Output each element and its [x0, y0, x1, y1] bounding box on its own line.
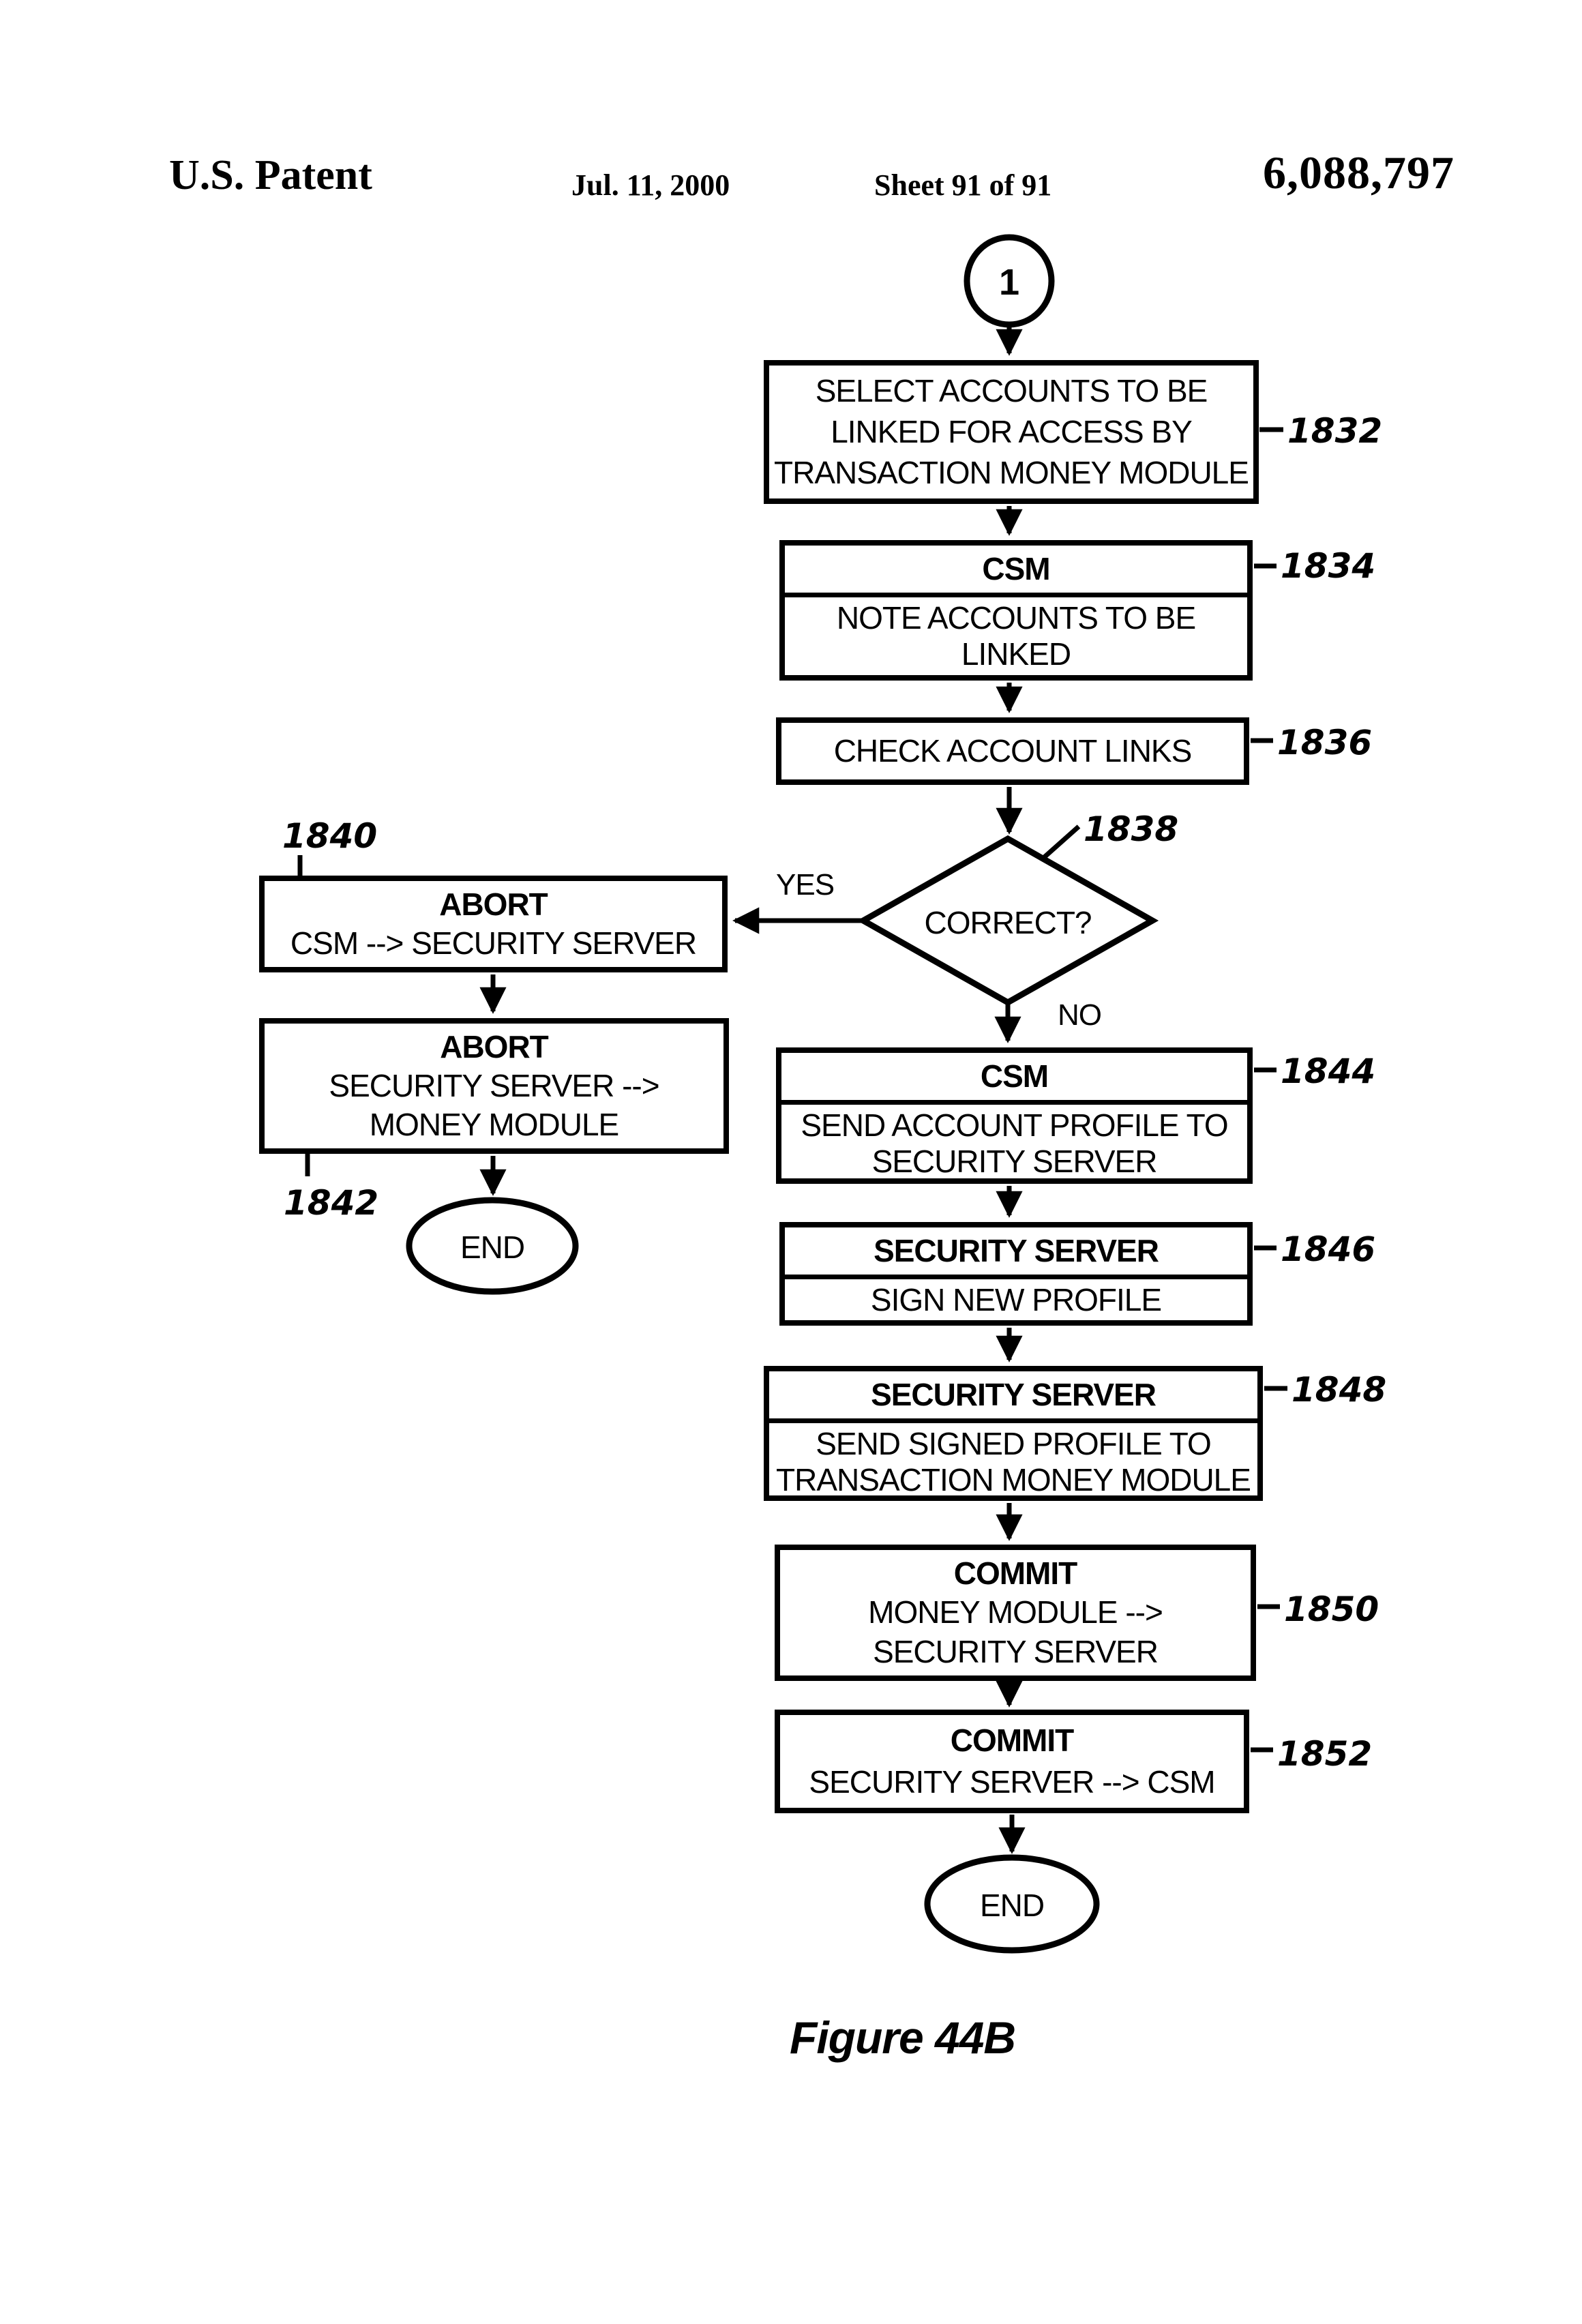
box-1832-line-1: SELECT ACCOUNTS TO BE: [815, 372, 1208, 408]
process-box-1832: SELECT ACCOUNTS TO BE LINKED FOR ACCESS …: [764, 360, 1259, 504]
patent-header-sheet: Sheet 91 of 91: [874, 168, 1052, 202]
process-box-1842: ABORT SECURITY SERVER --> MONEY MODULE: [259, 1018, 729, 1154]
process-box-1848: SECURITY SERVER SEND SIGNED PROFILE TO T…: [764, 1366, 1263, 1501]
patent-header-date: Jul. 11, 2000: [571, 168, 730, 202]
process-box-1834: CSM NOTE ACCOUNTS TO BE LINKED: [779, 540, 1253, 681]
ref-label-1840: 1840: [282, 816, 378, 856]
process-box-1844: CSM SEND ACCOUNT PROFILE TO SECURITY SER…: [776, 1047, 1253, 1184]
box-1844-line-1: SEND ACCOUNT PROFILE TO: [801, 1107, 1228, 1143]
box-1850-line-2: SECURITY SERVER: [873, 1633, 1159, 1669]
end-terminator-bottom: [924, 1854, 1100, 1954]
box-1834-line-2: LINKED: [961, 636, 1071, 672]
box-1832-line-3: TRANSACTION MONEY MODULE: [774, 454, 1249, 490]
ref-label-1846: 1846: [1281, 1230, 1376, 1269]
box-1840-line-1: CSM --> SECURITY SERVER: [290, 925, 697, 961]
box-1848-line-1: SEND SIGNED PROFILE TO: [816, 1426, 1212, 1461]
box-1846-line-1: SIGN NEW PROFILE: [870, 1282, 1162, 1317]
ref-label-1838: 1838: [1084, 809, 1179, 849]
patent-header-title: U.S. Patent: [169, 152, 372, 198]
process-box-1840: ABORT CSM --> SECURITY SERVER: [259, 876, 728, 972]
box-1832-line-2: LINKED FOR ACCESS BY: [831, 413, 1193, 449]
ref-label-1848: 1848: [1292, 1370, 1387, 1410]
figure-caption: Figure 44B: [790, 2012, 1016, 2063]
ref-label-1834: 1834: [1281, 546, 1376, 586]
ref-label-1844: 1844: [1281, 1052, 1376, 1091]
box-1844-line-2: SECURITY SERVER: [871, 1144, 1158, 1180]
ref-tick-1838: [1040, 824, 1081, 861]
box-1836-line-1: CHECK ACCOUNT LINKS: [833, 732, 1193, 769]
decision-no-label: NO: [1058, 998, 1102, 1032]
process-box-1846: SECURITY SERVER SIGN NEW PROFILE: [779, 1222, 1253, 1326]
box-1842-line-2: MONEY MODULE: [369, 1106, 619, 1142]
box-1834-line-1: NOTE ACCOUNTS TO BE: [836, 600, 1196, 636]
ref-label-1850: 1850: [1284, 1590, 1379, 1629]
connector-label: 1: [998, 262, 1020, 303]
box-1846-header: SECURITY SERVER: [874, 1232, 1159, 1268]
ref-label-1836: 1836: [1277, 723, 1373, 762]
end-label-bottom: END: [979, 1888, 1045, 1923]
decision-label: CORRECT?: [924, 905, 1092, 940]
ref-label-1852: 1852: [1277, 1734, 1373, 1774]
box-1852-header: COMMIT: [950, 1723, 1075, 1759]
box-1852-line-1: SECURITY SERVER --> CSM: [809, 1763, 1215, 1800]
end-label-left: END: [460, 1230, 525, 1265]
patent-header-number: 6,088,797: [1263, 147, 1454, 198]
box-1850-line-1: MONEY MODULE -->: [868, 1594, 1163, 1630]
box-1842-header: ABORT: [440, 1028, 549, 1064]
process-box-1852: COMMIT SECURITY SERVER --> CSM: [775, 1710, 1249, 1813]
decision-diamond: [856, 835, 1159, 1007]
box-1850-header: COMMIT: [953, 1555, 1078, 1591]
box-1848-header: SECURITY SERVER: [871, 1376, 1156, 1412]
process-box-1850: COMMIT MONEY MODULE --> SECURITY SERVER: [775, 1545, 1256, 1681]
ref-label-1832: 1832: [1287, 411, 1383, 451]
process-box-1836: CHECK ACCOUNT LINKS: [776, 717, 1249, 785]
decision-yes-label: YES: [776, 868, 835, 902]
ref-label-1842: 1842: [284, 1183, 379, 1223]
box-1834-header: CSM: [982, 550, 1050, 586]
end-terminator-left: [406, 1197, 579, 1295]
box-1844-header: CSM: [980, 1058, 1049, 1094]
box-1840-header: ABORT: [439, 886, 548, 922]
box-1842-line-1: SECURITY SERVER -->: [329, 1067, 659, 1103]
box-1848-line-2: TRANSACTION MONEY MODULE: [776, 1462, 1251, 1498]
